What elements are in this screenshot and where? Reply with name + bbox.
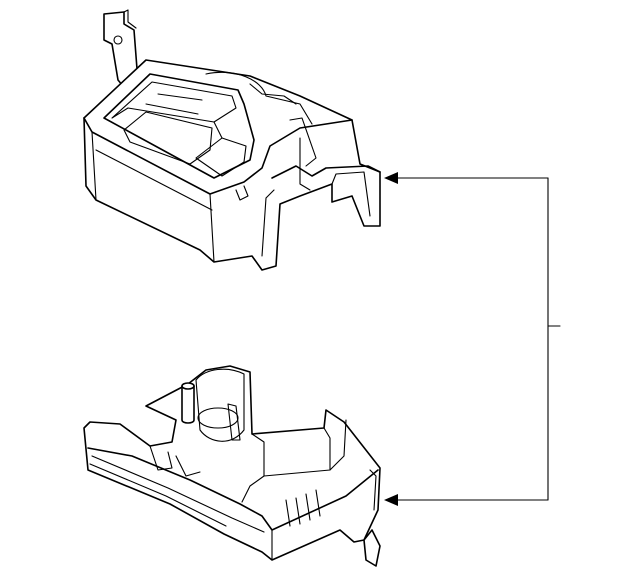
lower-compartment-wall — [251, 427, 331, 477]
lower-front-ridge — [91, 455, 265, 533]
upper-front-edge-right — [209, 193, 215, 263]
upper-duct-rib — [289, 117, 317, 167]
upper-grille-slot-2 — [123, 111, 213, 165]
upper-clip — [235, 185, 249, 201]
lower-front-ridge-2 — [89, 463, 227, 527]
upper-top-rim — [83, 117, 353, 195]
upper-mount-edge — [123, 9, 137, 29]
upper-grille-rib-3 — [213, 121, 223, 139]
upper-mount-hole — [113, 35, 123, 45]
upper-duct-wall — [299, 137, 311, 191]
upper-flange-inner — [331, 171, 371, 217]
callout-arrow-lower-icon — [384, 494, 398, 506]
lower-fan-opening — [197, 407, 239, 429]
lower-tray-rim — [87, 447, 379, 531]
lower-post — [181, 385, 195, 424]
lower-fan-bowl — [195, 368, 245, 442]
lower-post-top — [181, 382, 195, 390]
upper-housing-body — [83, 59, 381, 271]
lower-compartment-side — [329, 419, 347, 471]
lower-housing-drawing — [83, 365, 381, 567]
upper-scroll-edge — [249, 83, 297, 105]
lower-left-rib — [175, 455, 201, 477]
callout-leader — [384, 172, 561, 506]
upper-front-edge-left — [91, 131, 97, 201]
upper-grille-slot-3 — [195, 137, 247, 177]
upper-grille-slot-1 — [111, 81, 237, 123]
upper-grille-rib-2 — [145, 103, 199, 115]
upper-front-ridge — [95, 149, 213, 211]
lower-left-tab — [149, 445, 173, 471]
lower-housing-body — [83, 365, 381, 561]
lower-side-clip — [363, 529, 381, 567]
lower-fan-rib — [227, 403, 241, 441]
upper-housing-drawing — [83, 9, 381, 271]
upper-side-flange — [271, 165, 381, 179]
upper-lower-leg — [261, 189, 275, 257]
upper-grille-rib-1 — [157, 93, 203, 101]
lower-compartment-corner — [241, 475, 265, 503]
callout-arrow-upper-icon — [384, 172, 398, 184]
upper-scroll — [205, 71, 313, 125]
lower-vent-slots — [285, 489, 321, 527]
lower-side-edge — [369, 469, 377, 511]
